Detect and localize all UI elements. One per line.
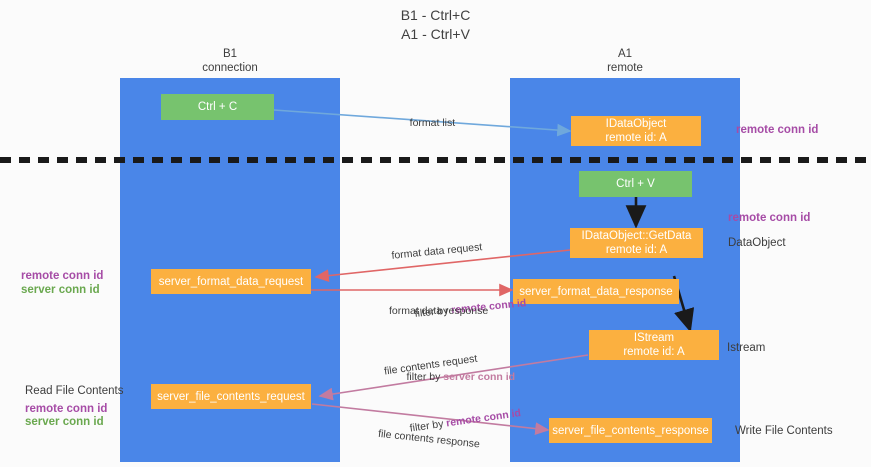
- node-getdata-line2: remote id: A: [605, 244, 668, 256]
- edge-label-format-data-response-filter-prefix: filter by: [406, 371, 444, 383]
- edge-label-format-data-response-filter-key: server conn id: [443, 371, 516, 383]
- node-getdata-line1: IDataObject::GetData: [581, 230, 692, 242]
- node-idataobject-line1: IDataObject: [605, 118, 667, 130]
- edge-label-format-list-text: format list: [409, 117, 456, 129]
- phase-separator: [0, 157, 871, 163]
- edge-label-format-data-request-text: format data request: [390, 241, 483, 262]
- node-server-format-data-request-label: server_format_data_request: [158, 275, 304, 288]
- node-ctrl-v[interactable]: Ctrl + V: [579, 171, 692, 197]
- node-istream[interactable]: IStream remote id: A: [589, 330, 719, 360]
- node-server-file-contents-request-label: server_file_contents_request: [157, 390, 305, 403]
- node-server-file-contents-request[interactable]: server_file_contents_request: [151, 384, 311, 409]
- column-header-a1: A1 remote: [607, 48, 643, 74]
- edge-label-file-contents-request-text: file contents request: [383, 352, 479, 378]
- node-idataobject[interactable]: IDataObject remote id: A: [571, 116, 701, 146]
- node-server-format-data-response-label: server_format_data_response: [519, 285, 673, 298]
- annotation-left-server-conn-id-mid: server conn id: [21, 284, 100, 296]
- node-ctrl-v-label: Ctrl + V: [616, 178, 655, 190]
- annotation-left-server-conn-id-bottom: server conn id: [25, 416, 104, 428]
- annotation-right-write-file-contents: Write File Contents: [735, 425, 833, 437]
- annotation-left-remote-conn-id-mid: remote conn id: [21, 270, 104, 282]
- node-idataobject-line2: remote id: A: [605, 132, 667, 144]
- node-istream-line2: remote id: A: [623, 346, 685, 358]
- edge-label-format-data-response: format data response filter by server co…: [389, 274, 515, 430]
- page-title: B1 - Ctrl+C A1 - Ctrl+V: [400, 7, 471, 42]
- node-server-file-contents-response[interactable]: server_file_contents_response: [549, 418, 712, 443]
- annotation-right-remote-conn-id-top: remote conn id: [736, 124, 819, 136]
- annotation-left-remote-conn-id-bottom: remote conn id: [25, 403, 108, 415]
- annotation-left-read-file-contents: Read File Contents: [25, 385, 124, 397]
- node-server-file-contents-response-label: server_file_contents_response: [552, 424, 709, 437]
- node-idataobject-getdata[interactable]: IDataObject::GetData remote id: A: [570, 228, 703, 258]
- edge-label-format-list: format list: [398, 101, 456, 146]
- edge-label-file-contents-response-text: file contents response: [377, 427, 481, 451]
- edge-label-format-data-response-text: format data response: [389, 305, 489, 317]
- column-header-b1: B1 connection: [202, 48, 258, 74]
- node-server-format-data-response[interactable]: server_format_data_response: [513, 279, 679, 304]
- edge-label-file-contents-response: file contents response filter by server …: [366, 397, 507, 467]
- annotation-right-istream: Istream: [727, 342, 766, 354]
- annotation-right-dataobject: DataObject: [728, 237, 786, 249]
- node-server-format-data-request[interactable]: server_format_data_request: [151, 269, 311, 294]
- node-ctrl-c-label: Ctrl + C: [197, 101, 238, 113]
- node-istream-line1: IStream: [633, 332, 675, 344]
- node-ctrl-c[interactable]: Ctrl + C: [161, 94, 274, 120]
- annotation-right-remote-conn-id-mid: remote conn id: [728, 212, 811, 224]
